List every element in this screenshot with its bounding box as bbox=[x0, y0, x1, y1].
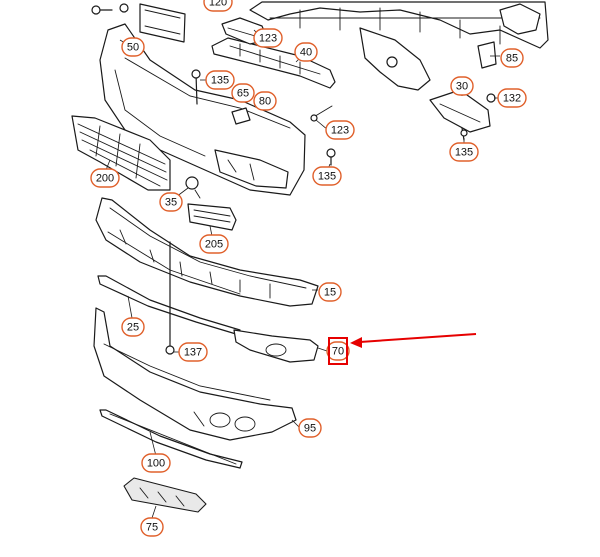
callout-30: 30 bbox=[450, 76, 474, 96]
callout-95: 95 bbox=[298, 418, 322, 438]
lower-grille bbox=[71, 115, 171, 191]
callout-label: 200 bbox=[96, 173, 114, 185]
callout-label: 25 bbox=[127, 322, 139, 334]
screw-135-top bbox=[191, 69, 201, 105]
energy-absorber bbox=[95, 197, 319, 307]
callout-badge bbox=[90, 168, 120, 188]
callout-label: 75 bbox=[146, 522, 158, 534]
skid-plate bbox=[123, 477, 207, 513]
callout-badge bbox=[318, 282, 342, 302]
callout-35: 35 bbox=[159, 192, 183, 212]
callout-label: 123 bbox=[331, 125, 349, 137]
callout-badge bbox=[253, 28, 283, 48]
leader-lines bbox=[105, 29, 500, 519]
callout-85: 85 bbox=[500, 48, 524, 68]
bumper-cover bbox=[99, 23, 306, 196]
callout-badge bbox=[326, 341, 350, 361]
highlight-arrowhead bbox=[350, 337, 362, 348]
callout-65: 65 bbox=[231, 83, 255, 103]
callout-70: 70 bbox=[326, 341, 350, 361]
callout-label: 120 bbox=[209, 0, 227, 9]
callout-badge bbox=[500, 48, 524, 68]
highlight-arrow bbox=[359, 333, 477, 343]
side-bracket-right bbox=[429, 89, 496, 141]
callout-123: 123 bbox=[325, 120, 355, 140]
callout-badge bbox=[312, 166, 342, 186]
callout-15: 15 bbox=[318, 282, 342, 302]
callout-badge bbox=[253, 91, 277, 111]
bumper-carrier-frame bbox=[249, 1, 549, 91]
callout-label: 137 bbox=[184, 347, 202, 359]
lower-trim-strip bbox=[99, 409, 243, 469]
lower-bumper-cover bbox=[93, 307, 297, 441]
callout-135: 135 bbox=[205, 70, 235, 90]
callout-badge bbox=[140, 517, 164, 537]
callout-25: 25 bbox=[121, 317, 145, 337]
callout-50: 50 bbox=[121, 37, 145, 57]
callout-135: 135 bbox=[312, 166, 342, 186]
callout-80: 80 bbox=[253, 91, 277, 111]
callout-label: 30 bbox=[456, 81, 468, 93]
callout-label: 100 bbox=[147, 458, 165, 470]
callout-label: 80 bbox=[259, 96, 271, 108]
callout-badge bbox=[205, 70, 235, 90]
callout-120: 120 bbox=[203, 0, 233, 12]
side-grille bbox=[187, 203, 237, 231]
callout-badge bbox=[199, 234, 229, 254]
callout-badge bbox=[121, 317, 145, 337]
callout-badge bbox=[450, 76, 474, 96]
clip-35 bbox=[185, 176, 201, 199]
callout-badge bbox=[294, 42, 318, 62]
callout-label: 205 bbox=[205, 239, 223, 251]
callout-label: 135 bbox=[455, 147, 473, 159]
callout-badge bbox=[159, 192, 183, 212]
screw-top-left bbox=[91, 3, 129, 15]
callout-label: 15 bbox=[324, 287, 336, 299]
callout-label: 40 bbox=[300, 47, 312, 59]
callout-label: 35 bbox=[165, 197, 177, 209]
callout-badge bbox=[231, 83, 255, 103]
callout-label: 135 bbox=[318, 171, 336, 183]
license-plate-bracket bbox=[139, 3, 186, 43]
callout-label: 135 bbox=[211, 75, 229, 87]
callout-123: 123 bbox=[253, 28, 283, 48]
callout-badge bbox=[497, 88, 527, 108]
callout-label: 132 bbox=[503, 93, 521, 105]
callout-100: 100 bbox=[141, 453, 171, 473]
callout-badge bbox=[178, 342, 208, 362]
callout-135: 135 bbox=[449, 142, 479, 162]
callout-200: 200 bbox=[90, 168, 120, 188]
callout-badge bbox=[203, 0, 233, 12]
screw-123-mid bbox=[310, 105, 333, 122]
fog-light-trim-70 bbox=[233, 329, 319, 363]
callout-132: 132 bbox=[497, 88, 527, 108]
callout-label: 50 bbox=[127, 42, 139, 54]
callout-badge bbox=[449, 142, 479, 162]
screw-137 bbox=[165, 241, 175, 355]
callout-badge bbox=[298, 418, 322, 438]
callout-layer: 120 50 123 40 85 135 65 80 30 132 123 135 200 135 35 20… bbox=[90, 0, 527, 537]
callout-label: 123 bbox=[259, 33, 277, 45]
callout-205: 205 bbox=[199, 234, 229, 254]
screw-135-bumper bbox=[326, 148, 336, 166]
callout-label: 65 bbox=[237, 88, 249, 100]
callout-label: 70 bbox=[332, 346, 344, 358]
mount-85 bbox=[477, 41, 497, 69]
callout-label: 95 bbox=[304, 423, 316, 435]
callout-label: 85 bbox=[506, 53, 518, 65]
highlight-box bbox=[328, 337, 348, 365]
callout-137: 137 bbox=[178, 342, 208, 362]
callout-badge bbox=[121, 37, 145, 57]
callout-40: 40 bbox=[294, 42, 318, 62]
highlight-annotation bbox=[328, 333, 477, 365]
callout-badge bbox=[325, 120, 355, 140]
callout-badge bbox=[141, 453, 171, 473]
callout-75: 75 bbox=[140, 517, 164, 537]
